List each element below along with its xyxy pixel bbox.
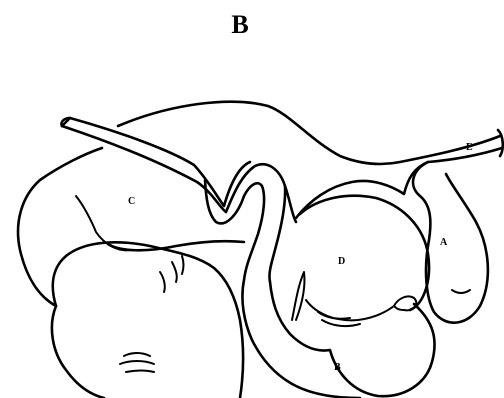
lower-lobe-mark-1 [160,272,165,292]
lower-lobe-mark-3 [182,256,184,274]
tube-right-limb [269,186,285,282]
label-d: D [338,256,345,267]
label-a: A [440,237,448,248]
region-b-outline [270,282,435,396]
region-c-outline [18,148,102,306]
e-band-cap [498,130,503,156]
lower-lobe-mark-2 [172,262,177,282]
region-d-outline [300,196,429,310]
tube-upper-outline [62,126,296,222]
lower-lobe-dash-2 [120,361,154,364]
lower-lobe-outline [53,242,243,398]
region-b-left-edge [242,280,360,398]
lower-lobe-dash-1 [124,353,150,356]
label-b: B [334,362,341,373]
label-e: E [466,142,473,153]
region-a-mark [452,290,470,293]
lower-lobe-dash-3 [126,371,154,373]
label-c: C [128,196,135,207]
lower-lobe-bottom [52,306,104,398]
region-b-fold [292,272,305,320]
